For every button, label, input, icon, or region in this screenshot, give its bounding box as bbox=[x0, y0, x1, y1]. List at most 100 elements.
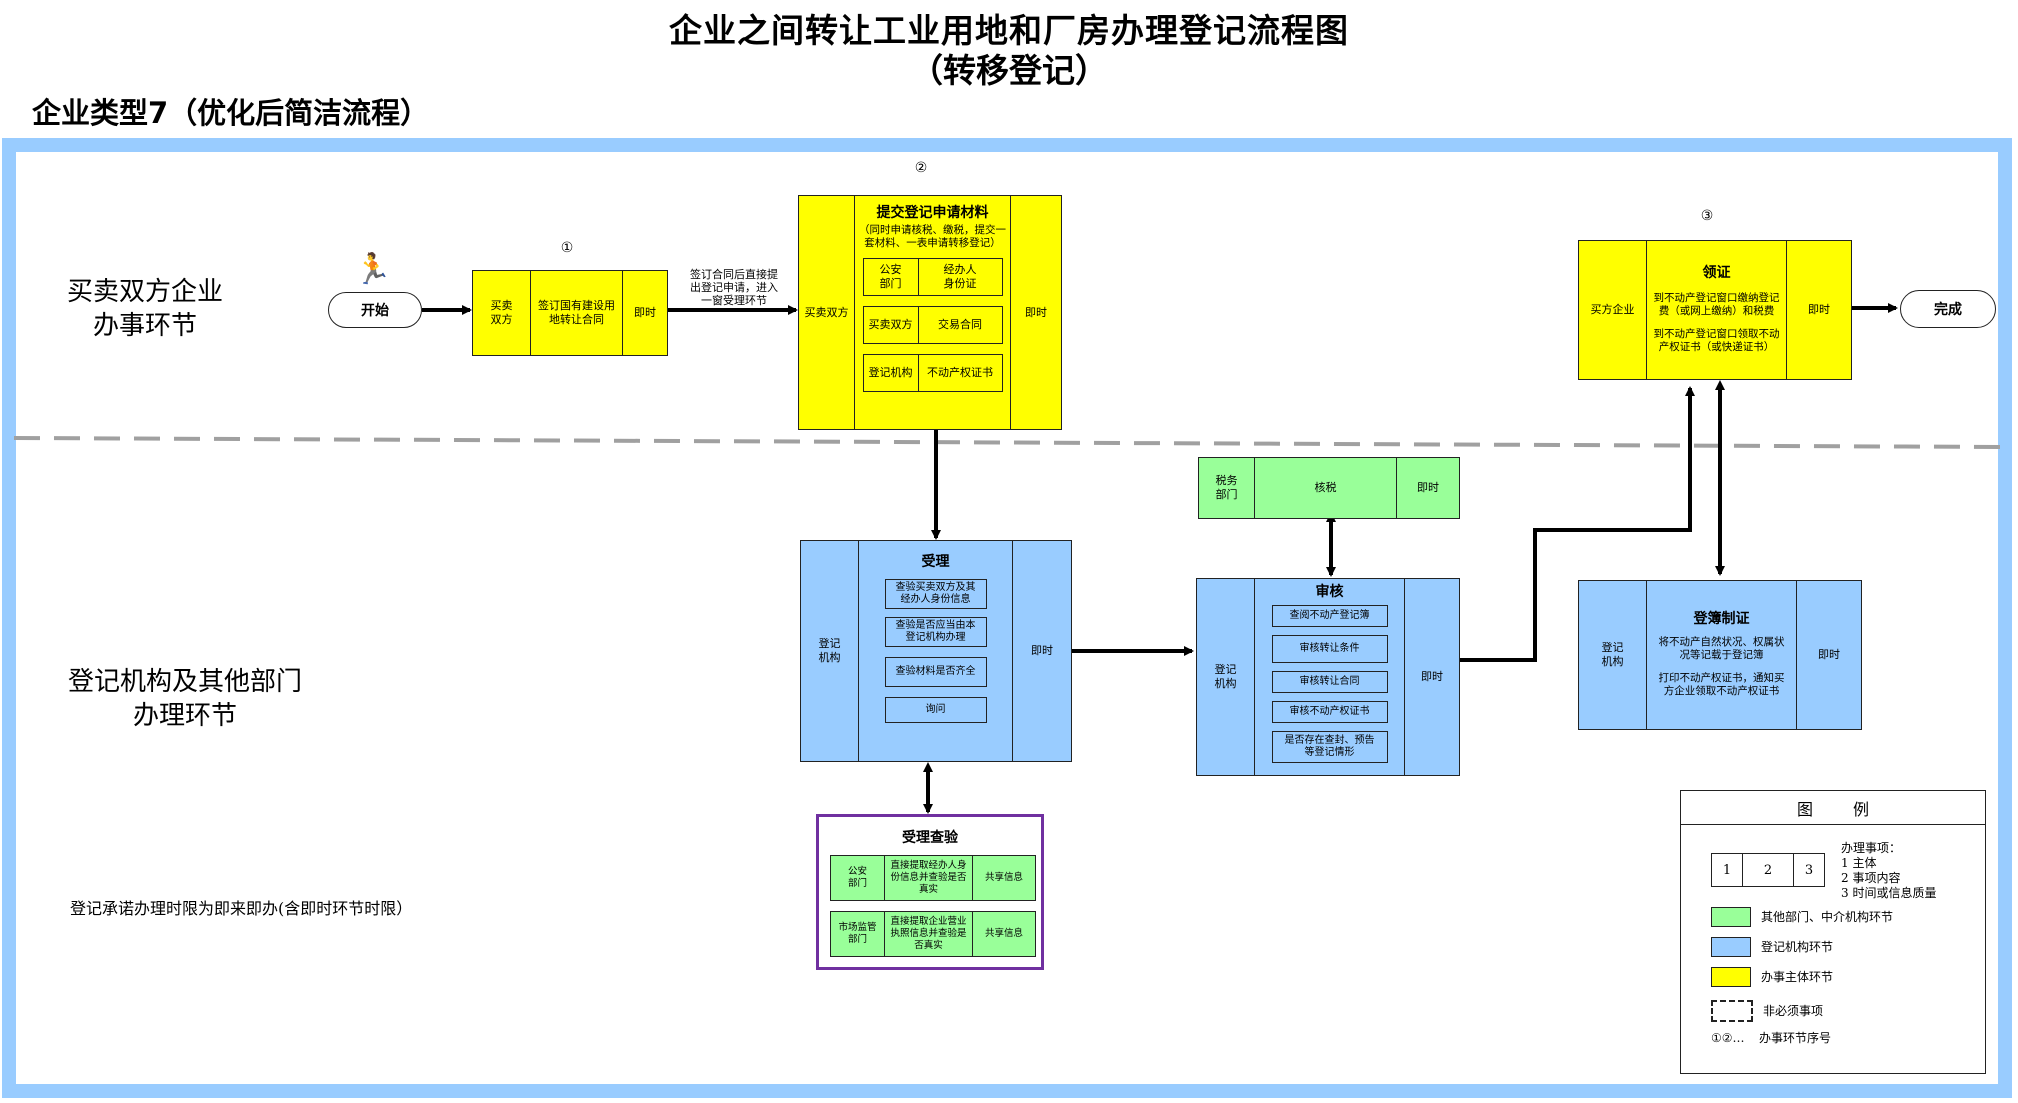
step2-subject: 买卖双方 bbox=[799, 196, 855, 429]
lane-label-bottom: 登记机构及其他部门 办理环节 bbox=[60, 665, 310, 733]
accept-subject: 登记 机构 bbox=[801, 541, 859, 761]
legend-swatch-blue bbox=[1711, 937, 1751, 957]
arrow-note: 签订合同后直接提 出登记申请，进入 一窗受理环节 bbox=[690, 268, 778, 307]
step2-row-3-right: 不动产权证书 bbox=[927, 366, 993, 379]
step2-row-2-left: 买卖双方 bbox=[864, 307, 919, 343]
end-node[interactable]: 完成 bbox=[1900, 290, 1996, 328]
start-node[interactable]: 开始 bbox=[328, 292, 422, 328]
register-box[interactable]: 登记 机构 登簿制证 将不动产自然状况、权属状 况等记载于登记簿 打印不动产权证… bbox=[1578, 580, 1862, 730]
verify-row-2-dept: 市场监管 部门 bbox=[831, 912, 885, 956]
register-subject: 登记 机构 bbox=[1579, 581, 1647, 729]
legend-note-2: 2 事项内容 bbox=[1841, 871, 1901, 885]
legend-item-seq: ①②… 办事环节序号 bbox=[1711, 1031, 1831, 1046]
review-item-4: 审核不动产权证书 bbox=[1271, 701, 1388, 723]
tax-content: 核税 bbox=[1255, 458, 1397, 518]
lane-label-top: 买卖双方企业 办事环节 bbox=[50, 275, 240, 343]
end-label: 完成 bbox=[1934, 302, 1962, 318]
lane-label-top-line1: 买卖双方企业 bbox=[66, 277, 223, 307]
start-label: 开始 bbox=[361, 303, 389, 319]
step2-row-3: 登记机构 不动产权证书 bbox=[862, 354, 1003, 392]
legend: 图例 1 2 3 办理事项： 1 主体 2 事项内容 3 时间或信息质量 其他部… bbox=[1680, 790, 1986, 1074]
step2-number: ② bbox=[914, 160, 928, 176]
legend-label-blue: 登记机构环节 bbox=[1761, 939, 1834, 954]
accept-item-3: 查验材料是否齐全 bbox=[884, 657, 987, 687]
verify-row-1-content: 直接提取经办人身 份信息并查验是否 真实 bbox=[885, 856, 973, 900]
legend-label-green: 其他部门、中介机构环节 bbox=[1761, 909, 1894, 924]
step3-content: 领证 到不动产登记窗口缴纳登记 费（或网上缴纳）和税费 到不动产登记窗口领取不动… bbox=[1647, 241, 1787, 379]
step1-box[interactable]: 买卖 双方 签订国有建设用 地转让合同 即时 bbox=[472, 270, 668, 356]
register-content: 登簿制证 将不动产自然状况、权属状 况等记载于登记簿 打印不动产权证书，通知买 … bbox=[1647, 581, 1797, 729]
diagram-frame bbox=[2, 138, 2012, 1098]
legend-label-seq: 办事环节序号 bbox=[1759, 1031, 1832, 1045]
accept-item-2: 查验是否应当由本 登记机构办理 bbox=[884, 617, 987, 647]
verify-row-2-share: 共享信息 bbox=[984, 928, 1023, 939]
review-time: 即时 bbox=[1421, 670, 1443, 683]
tax-time: 即时 bbox=[1417, 481, 1439, 494]
register-title: 登簿制证 bbox=[1693, 611, 1750, 627]
step2-content: 提交登记申请材料 （同时申请核税、缴税，提交一 套材料、一表申请转移登记） 公安… bbox=[855, 196, 1011, 429]
legend-note-1: 1 主体 bbox=[1841, 856, 1877, 870]
verify-row-2-content: 直接提取企业营业 执照信息并查验是 否真实 bbox=[885, 912, 973, 956]
legend-item-green: 其他部门、中介机构环节 bbox=[1711, 907, 1893, 927]
verify-title: 受理查验 bbox=[902, 830, 958, 846]
step3-number: ③ bbox=[1700, 208, 1714, 224]
promise-note: 登记承诺办理时限为即来即办(含即时环节时限） bbox=[70, 899, 413, 918]
legend-note-3: 3 时间或信息质量 bbox=[1841, 886, 1937, 900]
legend-swatch-yellow bbox=[1711, 967, 1751, 987]
step1-subject: 买卖 双方 bbox=[473, 271, 531, 355]
register-desc1: 将不动产自然状况、权属状 况等记载于登记簿 bbox=[1658, 636, 1785, 661]
page-title-sub: （转移登记） bbox=[910, 51, 1108, 90]
legend-notes: 办理事项： 1 主体 2 事项内容 3 时间或信息质量 bbox=[1841, 841, 1936, 901]
step3-time: 即时 bbox=[1808, 303, 1830, 316]
step2-row-1-left: 公安 部门 bbox=[864, 259, 919, 295]
runner-icon: 🏃 bbox=[354, 252, 392, 287]
accept-content: 受理 查验买卖双方及其 经办人身份信息 查验是否应当由本 登记机构办理 查验材料… bbox=[859, 541, 1013, 761]
lane-label-top-line2: 办事环节 bbox=[92, 311, 197, 341]
step1-time: 即时 bbox=[634, 306, 656, 319]
page-title: 企业之间转让工业用地和厂房办理登记流程图 bbox=[669, 11, 1349, 50]
step2-box[interactable]: 买卖双方 提交登记申请材料 （同时申请核税、缴税，提交一 套材料、一表申请转移登… bbox=[798, 195, 1062, 430]
step2-row-2: 买卖双方 交易合同 bbox=[862, 306, 1003, 344]
legend-title: 图例 bbox=[1681, 791, 1985, 825]
review-title: 审核 bbox=[1315, 584, 1344, 600]
verify-row-1-share: 共享信息 bbox=[984, 872, 1023, 883]
lane-label-bottom-line2: 办理环节 bbox=[132, 701, 237, 731]
tax-subject: 税务 部门 bbox=[1199, 458, 1255, 518]
step2-row-1: 公安 部门 经办人 身份证 bbox=[862, 258, 1003, 296]
accept-item-4: 询问 bbox=[884, 697, 987, 723]
step2-row-1-right: 经办人 身份证 bbox=[943, 263, 977, 290]
accept-box[interactable]: 登记 机构 受理 查验买卖双方及其 经办人身份信息 查验是否应当由本 登记机构办… bbox=[800, 540, 1072, 762]
review-item-3: 审核转让合同 bbox=[1271, 671, 1388, 693]
legend-sample-box: 1 2 3 bbox=[1711, 853, 1825, 887]
review-item-2: 审核转让条件 bbox=[1271, 635, 1388, 663]
step3-subject: 买方企业 bbox=[1579, 241, 1647, 379]
legend-notes-title: 办理事项： bbox=[1841, 841, 1902, 855]
step2-row-3-left: 登记机构 bbox=[864, 355, 919, 391]
step1-content: 签订国有建设用 地转让合同 bbox=[531, 271, 623, 355]
verify-row-1-dept: 公安 部门 bbox=[831, 856, 885, 900]
review-content: 审核 查阅不动产登记簿 审核转让条件 审核转让合同 审核不动产权证书 是否存在查… bbox=[1255, 579, 1405, 775]
verify-row-2: 市场监管 部门 直接提取企业营业 执照信息并查验是 否真实 共享信息 bbox=[830, 911, 1036, 957]
review-item-1: 查阅不动产登记簿 bbox=[1271, 605, 1388, 627]
review-subject: 登记 机构 bbox=[1197, 579, 1255, 775]
step1-number: ① bbox=[560, 240, 574, 256]
accept-title: 受理 bbox=[921, 554, 950, 570]
verify-box[interactable]: 受理查验 公安 部门 直接提取经办人身 份信息并查验是否 真实 共享信息 市场监… bbox=[816, 814, 1044, 970]
step3-box[interactable]: 买方企业 领证 到不动产登记窗口缴纳登记 费（或网上缴纳）和税费 到不动产登记窗… bbox=[1578, 240, 1852, 380]
register-time: 即时 bbox=[1818, 648, 1840, 661]
arrow-review-step3 bbox=[1460, 386, 1695, 662]
step2-title: 提交登记申请材料 bbox=[876, 205, 989, 221]
accept-item-1: 查验买卖双方及其 经办人身份信息 bbox=[884, 579, 987, 609]
step3-desc1: 到不动产登记窗口缴纳登记 费（或网上缴纳）和税费 bbox=[1653, 292, 1780, 317]
verify-row-1: 公安 部门 直接提取经办人身 份信息并查验是否 真实 共享信息 bbox=[830, 855, 1036, 901]
step2-row-2-right: 交易合同 bbox=[938, 318, 982, 331]
legend-item-dashed: 非必须事项 bbox=[1711, 1000, 1823, 1022]
step3-title: 领证 bbox=[1702, 265, 1731, 281]
step2-time: 即时 bbox=[1025, 305, 1047, 319]
review-box[interactable]: 登记 机构 审核 查阅不动产登记簿 审核转让条件 审核转让合同 审核不动产权证书… bbox=[1196, 578, 1460, 776]
register-desc2: 打印不动产权证书，通知买 方企业领取不动产权证书 bbox=[1658, 672, 1785, 697]
review-item-5: 是否存在查封、预告 等登记情形 bbox=[1271, 731, 1388, 763]
legend-label-dashed: 非必须事项 bbox=[1763, 1003, 1824, 1018]
tax-box[interactable]: 税务 部门 核税 即时 bbox=[1198, 457, 1460, 519]
legend-swatch-green bbox=[1711, 907, 1751, 927]
